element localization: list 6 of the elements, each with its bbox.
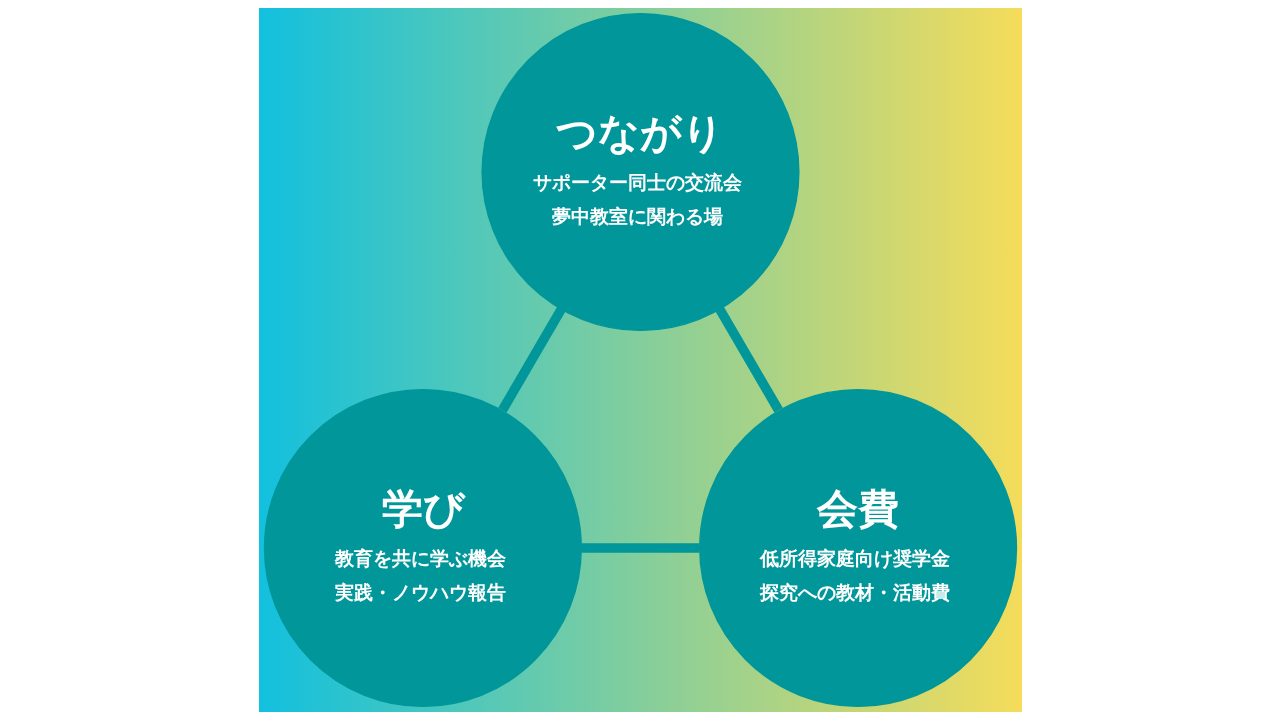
connector	[580, 543, 699, 553]
node-circle: つながり サポーター同士の交流会 夢中教室に関わる場	[480, 12, 800, 332]
node-circle: 学び 教育を共に学ぶ機会 実践・ノウハウ報告	[263, 388, 582, 708]
node-circle: 会費 低所得家庭向け奨学金 探究への教材・活動費	[698, 388, 1017, 708]
connector	[497, 306, 565, 413]
connector	[715, 306, 783, 413]
